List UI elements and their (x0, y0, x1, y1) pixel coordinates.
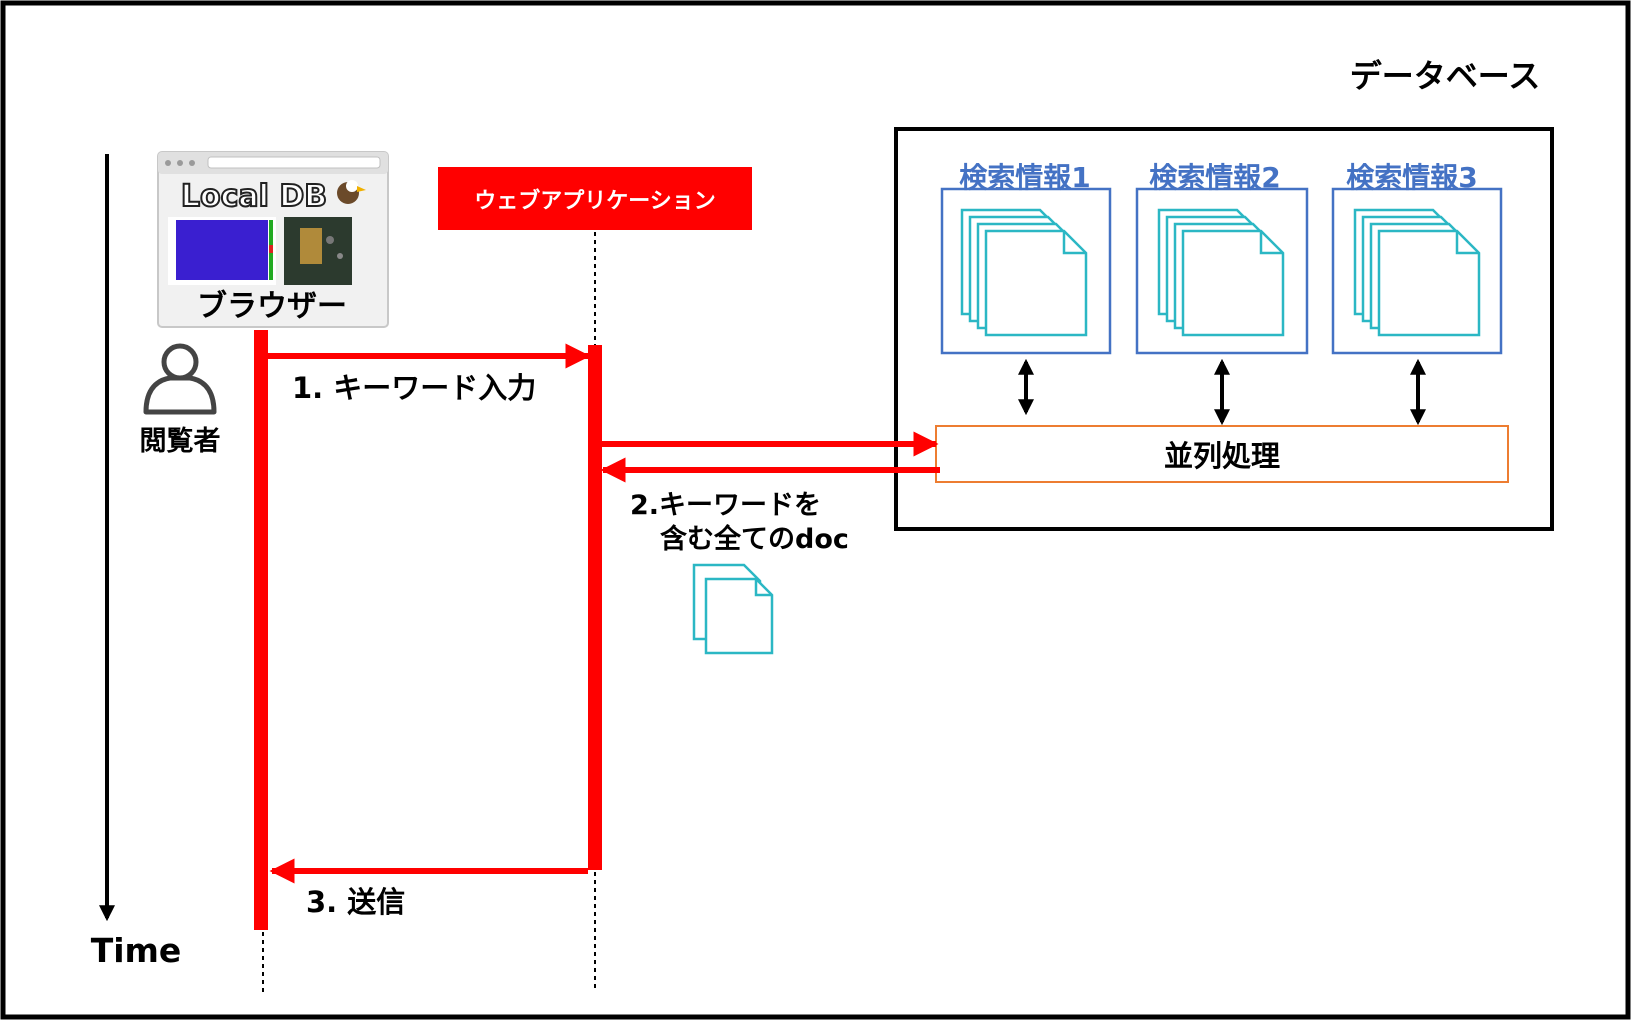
user-label: 閲覧者 (140, 426, 221, 457)
document-stack-icon (960, 208, 1088, 337)
browser-label: ブラウザー (197, 289, 347, 324)
document-stack-icon (1353, 208, 1481, 337)
person-icon (143, 343, 217, 415)
document-icon (692, 563, 774, 655)
search-info-group-3: 検索情報3 (1331, 161, 1503, 426)
database-title: データベース (1350, 57, 1540, 95)
search-info-box-1 (940, 187, 1112, 355)
search-info-group-2: 検索情報2 (1135, 161, 1309, 426)
time-axis-label: Time (91, 931, 182, 970)
heatmap-thumbnail (176, 220, 268, 280)
search-info-box-3 (1331, 187, 1503, 355)
database-box (894, 127, 1554, 531)
browser-logo: Local DB (181, 179, 327, 214)
browser-thumbnail: Local DB ブラウザー (157, 151, 389, 328)
document-stack-icon (1157, 208, 1285, 337)
webapp-header (438, 167, 752, 230)
message-return-docs-line2: 含む全てのdoc (660, 523, 849, 555)
webapp-label: ウェブアプリケーション (474, 188, 716, 214)
parallel-processing-label: 並列処理 (1164, 439, 1280, 473)
message-return-docs-line1: 2.キーワードを (630, 490, 821, 521)
search-info-box-2 (1135, 187, 1309, 355)
search-info-group-1: 検索情報1 (940, 161, 1112, 416)
message-send-result: 3. 送信 (306, 885, 405, 919)
message-keyword-input: 1. キーワード入力 (292, 371, 536, 405)
